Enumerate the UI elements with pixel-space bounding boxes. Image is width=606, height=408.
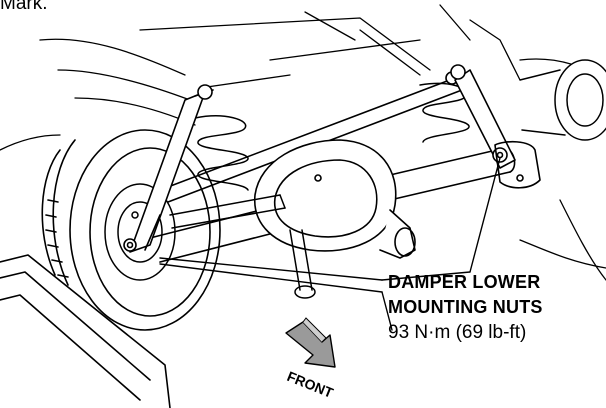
right-damper (450, 64, 541, 189)
right-wheel-hub (519, 59, 606, 141)
differential (254, 139, 416, 259)
front-label: FRONT (285, 368, 336, 401)
callout-label-line1: DAMPER LOWER (388, 272, 541, 292)
arrow-icon (285, 317, 336, 368)
ramp (0, 254, 171, 408)
lower-control-arm (169, 194, 316, 299)
callout-leader-lines (159, 157, 501, 331)
body-outline-lines (0, 4, 606, 281)
left-coil-spring (194, 115, 249, 191)
callout-label-line2: MOUNTING NUTS (388, 297, 543, 317)
left-damper (123, 84, 214, 253)
torque-spec: 93 N·m (69 lb-ft) (388, 322, 527, 343)
top-cut-off-text: Mark. (0, 0, 48, 14)
